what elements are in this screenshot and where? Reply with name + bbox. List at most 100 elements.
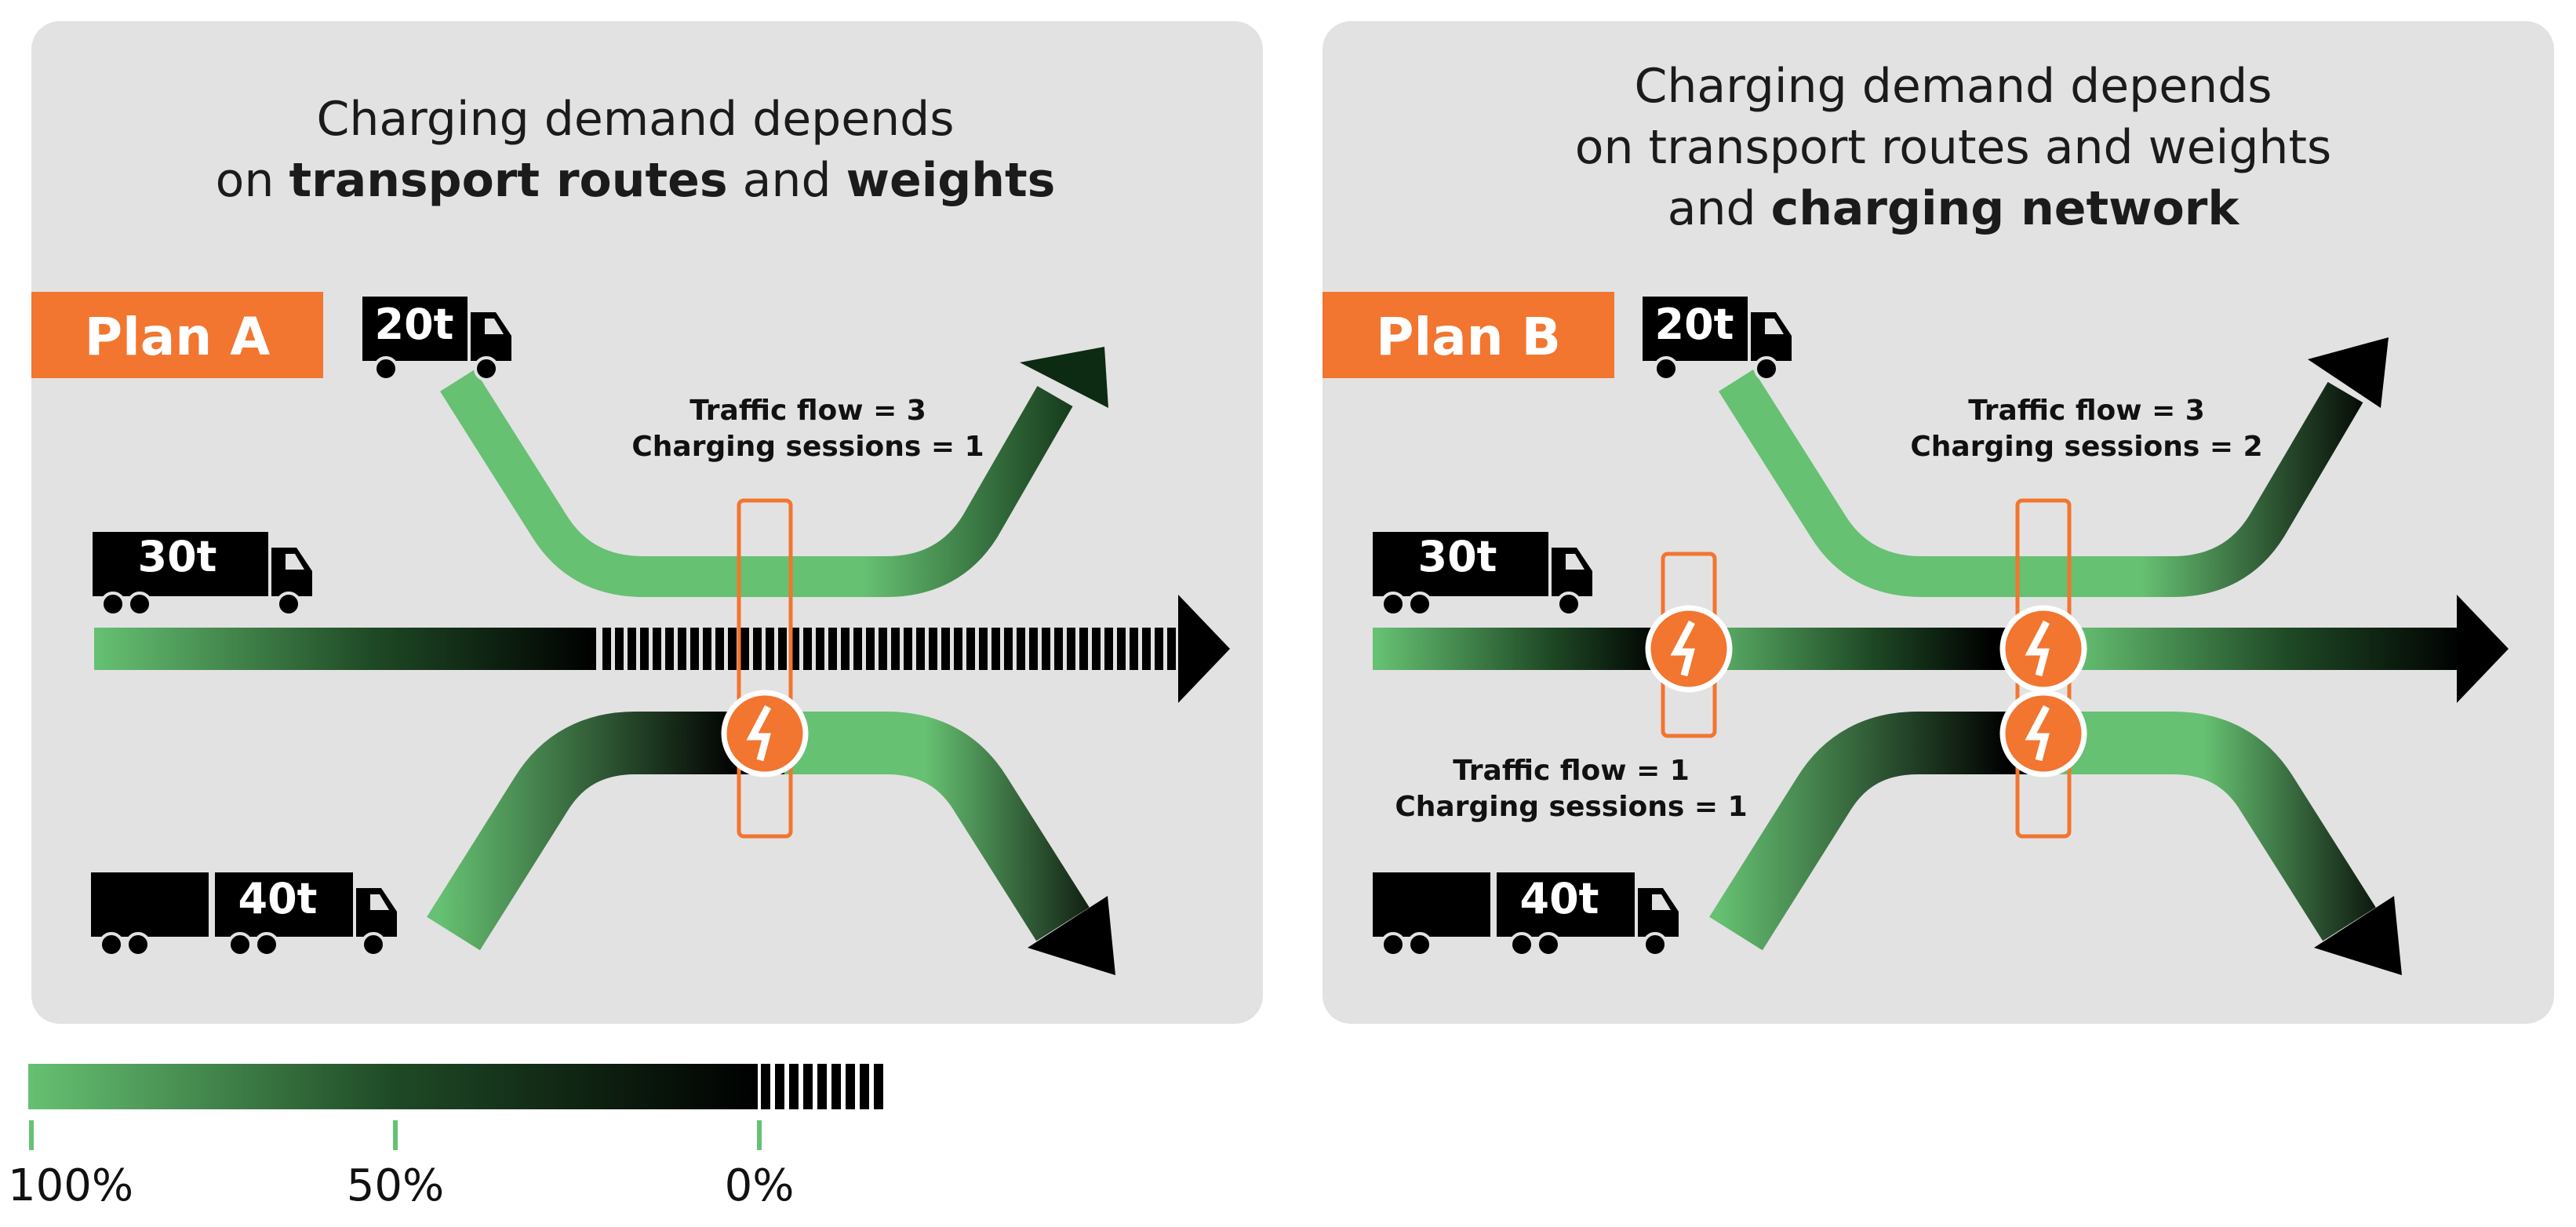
- empty-battery-dash: [1042, 628, 1050, 670]
- panel-b-title-line1: Charging demand depends: [1634, 59, 2272, 114]
- empty-battery-dash: [1142, 628, 1151, 670]
- panel-a-title-line2: on transport routes and weights: [216, 153, 1056, 208]
- legend-label: 50%: [347, 1160, 444, 1211]
- panel-b-title-line2: on transport routes and weights: [1575, 120, 2331, 175]
- empty-battery-dash: [954, 628, 962, 670]
- empty-battery-dash: [761, 1064, 770, 1109]
- empty-battery-dash: [1079, 628, 1088, 670]
- legend-gradient-bar: [28, 1064, 758, 1109]
- empty-battery-dash: [789, 1064, 799, 1109]
- empty-battery-dash: [1029, 628, 1038, 670]
- panel-b-title-line3: and charging network: [1668, 181, 2241, 236]
- empty-battery-dash: [1130, 628, 1138, 670]
- empty-battery-dash: [690, 628, 699, 670]
- empty-battery-dash: [841, 628, 850, 670]
- empty-battery-dash: [817, 1064, 827, 1109]
- legend-tick: [757, 1120, 762, 1150]
- empty-battery-dash: [653, 628, 661, 670]
- panel-a-charging-sessions-note: Charging sessions = 1: [631, 431, 984, 463]
- truck-30t-label: 30t: [138, 532, 217, 581]
- panel-b-top-traffic-flow-note: Traffic flow = 3: [1968, 395, 2205, 427]
- empty-battery-dash: [766, 628, 774, 670]
- empty-battery-dash: [715, 628, 724, 670]
- plan-a-badge: [31, 292, 323, 378]
- lightning-bolt-icon: [2003, 608, 2084, 690]
- empty-battery-dash: [740, 628, 749, 670]
- empty-battery-dash: [941, 628, 950, 670]
- empty-battery-dash: [979, 628, 988, 670]
- empty-battery-dash: [1017, 628, 1025, 670]
- empty-battery-dash: [1067, 628, 1075, 670]
- panel-b-bottom-charging-sessions-note: Charging sessions = 1: [1395, 791, 1747, 823]
- panel-b-bottom-traffic-flow-note: Traffic flow = 1: [1453, 755, 1690, 787]
- lightning-bolt-icon: [2003, 693, 2084, 774]
- main-route-arrowhead: [1178, 595, 1230, 703]
- truck-40t-label: 40t: [1520, 874, 1599, 923]
- empty-battery-dash: [966, 628, 975, 670]
- lower-route-arrowhead: [2314, 896, 2402, 975]
- truck-40t-label: 40t: [238, 874, 318, 923]
- empty-battery-dash: [1004, 628, 1013, 670]
- empty-battery-dash: [866, 628, 875, 670]
- main-route-empty-battery-dashes: [602, 628, 1176, 670]
- empty-battery-dash: [929, 628, 937, 670]
- panel-plan-a: Charging demand depends on transport rou…: [31, 21, 1263, 1024]
- legend-label: 0%: [725, 1160, 795, 1211]
- legend-tick: [393, 1120, 398, 1150]
- empty-battery-dash: [728, 628, 737, 670]
- empty-battery-dash: [791, 628, 799, 670]
- main-route-segment-3: [2039, 628, 2463, 670]
- empty-battery-dash: [860, 1064, 869, 1109]
- panel-a-title-line1: Charging demand depends: [316, 92, 954, 147]
- empty-battery-dash: [1054, 628, 1063, 670]
- legend-empty-battery-dashes: [761, 1064, 883, 1109]
- charging-zone-frame: [737, 498, 793, 839]
- upper-route-line: [1719, 370, 2363, 597]
- lightning-bolt-icon: [1648, 608, 1730, 690]
- empty-battery-dash: [775, 1064, 784, 1109]
- plan-b-badge: [1323, 292, 1614, 378]
- empty-battery-dash: [602, 628, 611, 670]
- main-route-arrowhead: [2457, 595, 2509, 703]
- battery-level-legend: 100% 50% 0%: [8, 1064, 883, 1211]
- lower-route-right-segment: [2047, 712, 2376, 941]
- main-route-solid: [94, 628, 596, 670]
- panel-plan-b: Charging demand depends on transport rou…: [1323, 21, 2554, 1024]
- empty-battery-dash: [678, 628, 686, 670]
- empty-battery-dash: [891, 628, 900, 670]
- empty-battery-dash: [803, 628, 812, 670]
- lower-route-left-segment: [427, 712, 784, 951]
- panel-a-traffic-flow-note: Traffic flow = 3: [689, 395, 926, 427]
- legend-tick: [29, 1120, 34, 1150]
- empty-battery-dash: [753, 628, 762, 670]
- empty-battery-dash: [640, 628, 649, 670]
- empty-battery-dash: [916, 628, 925, 670]
- empty-battery-dash: [991, 628, 1000, 670]
- truck-20t-label: 20t: [1655, 300, 1734, 349]
- empty-battery-dash: [665, 628, 674, 670]
- upper-route-arrowhead: [2308, 337, 2389, 408]
- legend-label: 100%: [8, 1160, 133, 1211]
- empty-battery-dash: [1117, 628, 1126, 670]
- empty-battery-dash: [803, 1064, 813, 1109]
- empty-battery-dash: [846, 1064, 855, 1109]
- plan-a-label: Plan A: [85, 307, 271, 367]
- empty-battery-dash: [628, 628, 636, 670]
- empty-battery-dash: [828, 628, 837, 670]
- empty-battery-dash: [816, 628, 824, 670]
- lightning-bolt-icon: [724, 693, 806, 774]
- truck-30t-label: 30t: [1418, 532, 1497, 581]
- empty-battery-dash: [853, 628, 862, 670]
- main-route-segment-1: [1373, 628, 1663, 670]
- truck-20t-label: 20t: [375, 300, 454, 349]
- empty-battery-dash: [874, 1064, 883, 1109]
- lower-route-left-segment: [1709, 712, 2047, 951]
- empty-battery-dash: [703, 628, 711, 670]
- upper-route-line: [440, 370, 1073, 597]
- legend-ticks: 100% 50% 0%: [8, 1120, 794, 1211]
- empty-battery-dash: [831, 1064, 841, 1109]
- empty-battery-dash: [904, 628, 912, 670]
- lower-route-arrowhead: [1028, 896, 1115, 975]
- upper-route-arrowhead: [1020, 347, 1108, 408]
